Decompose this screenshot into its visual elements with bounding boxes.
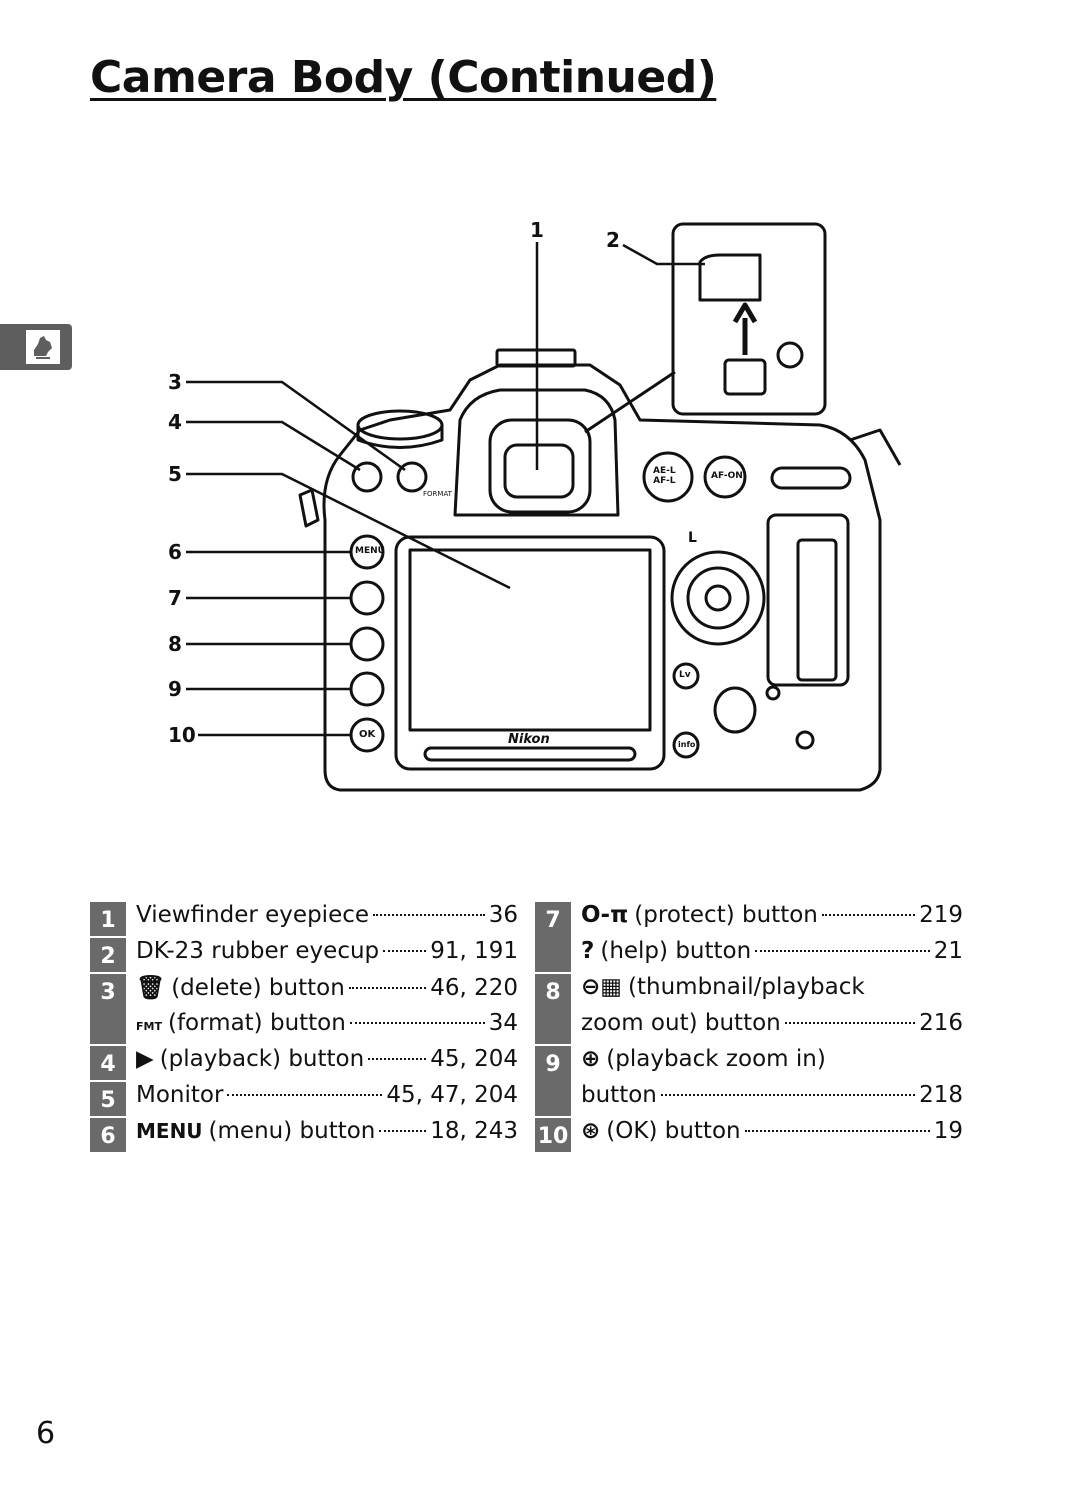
legend-label: (playback) button [159, 1046, 365, 1072]
legend-number: 9 [535, 1046, 571, 1118]
legend-label: (thumbnail/playback [628, 974, 865, 1000]
legend-pages: 219 [919, 902, 963, 928]
zoom-in-icon: ⊕ [581, 1046, 601, 1072]
legend-pages: 34 [488, 1010, 518, 1036]
callout-2: 2 [606, 228, 620, 252]
page-title: Camera Body (Continued) [90, 52, 717, 103]
legend-number: 3 [90, 974, 126, 1046]
callout-1: 1 [530, 218, 544, 242]
protect-icon: O‑π [581, 902, 629, 928]
legend-label: Viewfinder eyepiece [136, 902, 370, 928]
legend-pages: 45, 47, 204 [386, 1082, 518, 1108]
legend-number: 2 [90, 938, 126, 974]
menu-button-label: MENU [355, 546, 385, 556]
legend-number: 5 [90, 1082, 126, 1118]
legend-number: 6 [90, 1118, 126, 1154]
callout-7: 7 [168, 586, 182, 610]
legend-pages: 91, 191 [430, 938, 518, 964]
callout-9: 9 [168, 677, 182, 701]
legend-row-10: 10 ⊛(OK) button 19 [535, 1118, 963, 1154]
legend-number: 4 [90, 1046, 126, 1082]
legend-label: (playback zoom in) [606, 1046, 826, 1072]
legend-number: 10 [535, 1118, 571, 1154]
legend-label: (help) button [600, 938, 752, 964]
camera-drawing [186, 222, 902, 792]
format-label: FORMAT [423, 490, 452, 498]
legend-label: (protect) button [634, 902, 818, 928]
legend-label: button [581, 1082, 657, 1108]
ae-l-af-l-label: AE-L AF-L [653, 466, 676, 486]
legend-pages: 45, 204 [430, 1046, 518, 1072]
menu-icon: MENU [136, 1119, 203, 1143]
af-on-label: AF-ON [711, 471, 743, 481]
legend-row-9: 9 ⊕(playback zoom in) button 218 [535, 1046, 963, 1118]
ok-icon: ⊛ [581, 1118, 601, 1144]
delete-icon: 🗑 [136, 975, 166, 1001]
legend-row-1: 1 Viewfinder eyepiece 36 [90, 902, 518, 938]
thumbnail-zoom-out-icon: ⊖▦ [581, 974, 623, 1000]
camera-back-illustration: 1 2 3 4 5 6 7 8 9 10 AE-L AF-L AF-ON MEN… [168, 218, 902, 792]
callout-5: 5 [168, 462, 182, 486]
legend-row-6: 6 MENU(menu) button 18, 243 [90, 1118, 518, 1154]
callout-10: 10 [168, 723, 196, 747]
legend-label: zoom out) button [581, 1010, 781, 1036]
legend-pages: 46, 220 [430, 975, 518, 1001]
legend-label: (menu) button [208, 1118, 376, 1144]
legend-label: Monitor [136, 1082, 224, 1108]
legend-number: 8 [535, 974, 571, 1046]
legend-pages: 18, 243 [430, 1118, 518, 1144]
callout-8: 8 [168, 632, 182, 656]
help-icon: ? [581, 938, 595, 964]
section-tab [0, 324, 72, 370]
legend-label: (OK) button [606, 1118, 741, 1144]
lock-label: L [688, 530, 697, 546]
brand-logo: Nikon [508, 732, 550, 747]
legend-number: 7 [535, 902, 571, 974]
legend-pages: 216 [919, 1010, 963, 1036]
callout-3: 3 [168, 370, 182, 394]
format-icon: FMT [136, 1020, 162, 1033]
legend-pages: 218 [919, 1082, 963, 1108]
legend-label: (delete) button [171, 975, 345, 1001]
rooster-icon [26, 330, 60, 364]
legend-pages: 19 [933, 1118, 963, 1144]
playback-icon: ▶ [136, 1046, 154, 1072]
page-number: 6 [36, 1416, 56, 1451]
legend-number: 1 [90, 902, 126, 938]
ok-button-label: OK [359, 729, 376, 740]
callout-6: 6 [168, 540, 182, 564]
legend-pages: 21 [933, 938, 963, 964]
lv-button-label: Lv [679, 670, 691, 680]
legend-row-8: 8 ⊖▦(thumbnail/playback zoom out) button… [535, 974, 963, 1046]
legend-row-5: 5 Monitor 45, 47, 204 [90, 1082, 518, 1118]
legend-row-3: 3 🗑(delete) button 46, 220 FMT (format) bu… [90, 974, 518, 1046]
legend-label: (format) button [167, 1010, 346, 1036]
legend-label: DK-23 rubber eyecup [136, 938, 380, 964]
legend-row-4: 4 ▶(playback) button 45, 204 [90, 1046, 518, 1082]
legend-pages: 36 [488, 902, 518, 928]
legend-row-7: 7 O‑π(protect) button 219 ?(help) button 2… [535, 902, 963, 974]
legend-row-2: 2 DK-23 rubber eyecup 91, 191 [90, 938, 518, 974]
info-button-label: info [678, 740, 696, 749]
callout-4: 4 [168, 410, 182, 434]
